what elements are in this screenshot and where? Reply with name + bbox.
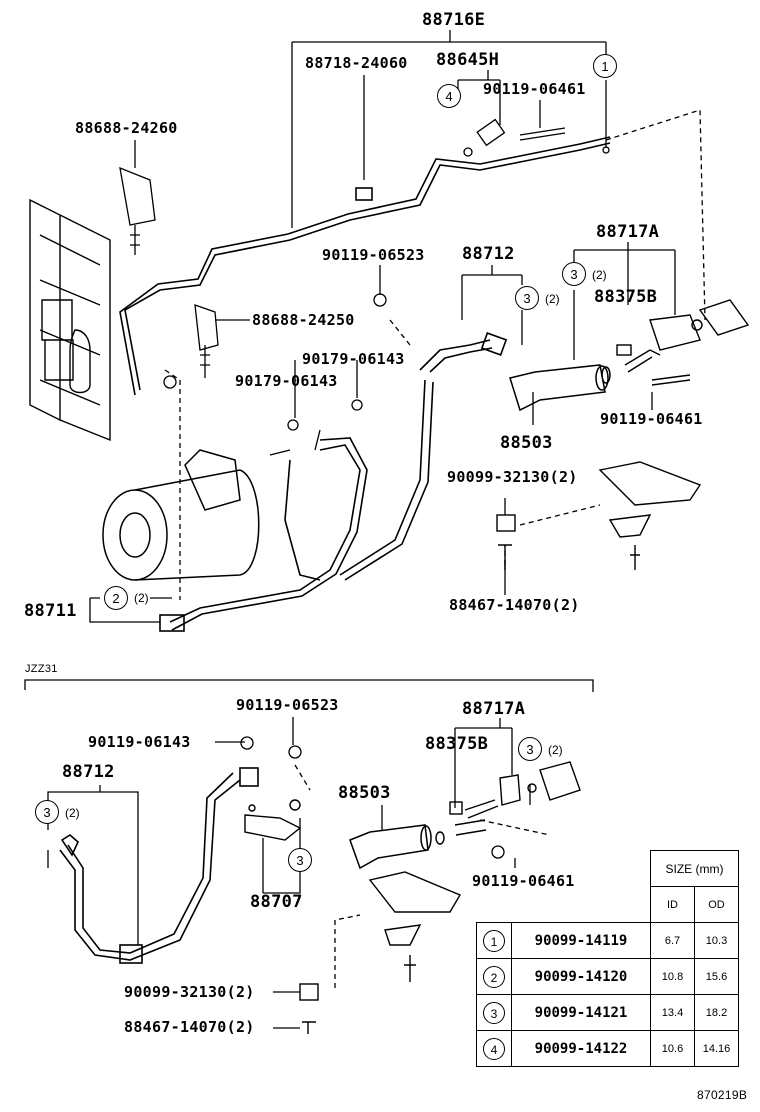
table-row: 3 90099-14121 13.4 18.2 [476, 994, 739, 1031]
small-fittings-bottom [240, 736, 505, 859]
od-cell: 10.3 [694, 922, 739, 959]
part-label-88711: 88711 [24, 601, 77, 621]
qty-label: (2) [545, 292, 560, 306]
part-label-90119-06461-bot: 90119-06461 [472, 872, 575, 890]
part-label-90119-06143: 90119-06143 [88, 733, 191, 751]
callout-2-top: 2 [104, 586, 128, 610]
part-number-cell: 90099-14121 [511, 994, 651, 1031]
fitting-88707 [244, 799, 302, 841]
receiver-bottom-88503 [349, 824, 445, 870]
figure-code: 870219B [697, 1088, 748, 1102]
qty-label: (2) [134, 591, 149, 605]
part-label-88712-top: 88712 [462, 244, 515, 264]
ref-circle: 3 [483, 1001, 505, 1024]
part-label-88503-top: 88503 [500, 433, 553, 453]
part-number-cell: 90099-14119 [511, 922, 651, 959]
discharge-hose-88712 [339, 332, 508, 581]
qty-label: (2) [65, 806, 80, 820]
part-label-88503-bot: 88503 [338, 783, 391, 803]
callout-3-top-a: 3 [562, 262, 586, 286]
id-cell: 10.6 [650, 1030, 695, 1067]
part-label-88688-24250: 88688-24250 [252, 311, 355, 329]
part-label-88716E: 88716E [422, 10, 486, 30]
qty-label: (2) [592, 268, 607, 282]
part-label-90119-06461-top: 90119-06461 [483, 80, 586, 98]
table-header-row: SIZE (mm) [477, 850, 739, 887]
callout-4-top: 4 [437, 84, 461, 108]
compressor [102, 449, 260, 581]
bracket-90099-32130-top [496, 461, 702, 570]
o-ring-size-table: SIZE (mm) ID OD 1 90099-14119 6.7 10.3 2… [476, 850, 739, 1067]
od-cell: 18.2 [694, 994, 739, 1031]
discharge-hose-bottom [59, 767, 259, 964]
id-cell: 6.7 [650, 922, 695, 959]
callout-3-bot-a: 3 [518, 737, 542, 761]
part-label-88467-14070-bot: 88467-14070(2) [124, 1018, 255, 1036]
id-cell: 13.4 [650, 994, 695, 1031]
table-row: 1 90099-14119 6.7 10.3 [476, 922, 739, 959]
ref-circle: 1 [483, 929, 505, 952]
bracket-bottom [299, 871, 462, 1034]
part-label-88718-24060: 88718-24060 [305, 54, 408, 72]
top-fitting-88645H [463, 118, 610, 157]
id-cell: 10.8 [650, 958, 695, 995]
suction-hose-88711 [159, 437, 368, 632]
col-id-header: ID [650, 886, 695, 923]
part-label-88717A-top: 88717A [596, 222, 660, 242]
expansion-valve-bottom-88717A [449, 761, 581, 836]
bracket-88688-24260 [119, 166, 156, 255]
part-label-88717A-bot: 88717A [462, 699, 526, 719]
ref-circle: 4 [483, 1037, 505, 1060]
od-cell: 14.16 [694, 1030, 739, 1067]
callout-3-bot-c: 3 [288, 848, 312, 872]
receiver-88503 [509, 364, 611, 412]
upper-ac-tube [119, 136, 611, 396]
part-label-90119-06461-mid: 90119-06461 [600, 410, 703, 428]
od-cell: 15.6 [694, 958, 739, 995]
part-label-90179-06143-b: 90179-06143 [235, 372, 338, 390]
callout-3-bot-b: 3 [35, 800, 59, 824]
qty-label: (2) [548, 743, 563, 757]
callout-3-top-b: 3 [515, 286, 539, 310]
part-label-90119-06523-bot: 90119-06523 [236, 696, 339, 714]
part-label-90179-06143-a: 90179-06143 [302, 350, 405, 368]
leader-lines-top [89, 30, 706, 623]
part-label-88375B-bot: 88375B [425, 734, 489, 754]
section-label-jzz31: JZZ31 [25, 663, 58, 675]
table-row: 2 90099-14120 10.8 15.6 [476, 958, 739, 995]
part-label-88645H: 88645H [436, 50, 500, 70]
part-label-88375B-top: 88375B [594, 287, 658, 307]
bracket-88688-24250 [194, 304, 219, 378]
part-label-88712-bot: 88712 [62, 762, 115, 782]
part-label-90099-32130-top: 90099-32130(2) [447, 468, 578, 486]
col-od-header: OD [694, 886, 739, 923]
part-number-cell: 90099-14120 [511, 958, 651, 995]
part-label-88467-14070-top: 88467-14070(2) [449, 596, 580, 614]
table-subheader-row: ID OD [477, 886, 739, 923]
part-number-cell: 90099-14122 [511, 1030, 651, 1067]
part-label-88688-24260: 88688-24260 [75, 119, 178, 137]
table-row: 4 90099-14122 10.6 14.16 [476, 1030, 739, 1067]
ref-circle: 2 [483, 965, 505, 988]
jzz31-section-bracket [24, 679, 594, 692]
callout-1-top: 1 [593, 54, 617, 78]
size-header: SIZE (mm) [650, 850, 739, 887]
expansion-valve-88717A [616, 299, 750, 386]
part-label-88707: 88707 [250, 892, 303, 912]
small-fittings-top [163, 293, 387, 456]
part-label-90099-32130-bot: 90099-32130(2) [124, 983, 255, 1001]
part-label-90119-06523-top: 90119-06523 [322, 246, 425, 264]
engine-block-outline [29, 198, 111, 442]
